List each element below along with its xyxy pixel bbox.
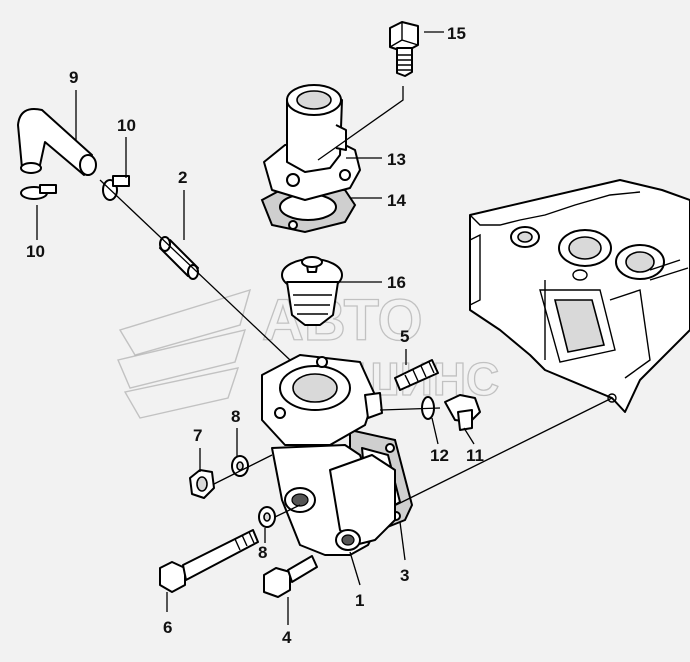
- callout-14: 14: [387, 191, 406, 210]
- pipe-2: [159, 236, 199, 280]
- watermark-line1: АВТО: [262, 288, 423, 353]
- callout-11: 11: [466, 446, 484, 465]
- thermostat-16: [281, 256, 343, 326]
- callout-6: 6: [163, 618, 172, 637]
- nut-7: [189, 469, 215, 499]
- callout-3: 3: [400, 566, 409, 585]
- callout-4: 4: [282, 628, 292, 647]
- callout-10b: 10: [26, 242, 45, 261]
- callout-5: 5: [400, 327, 409, 346]
- callout-15: 15: [447, 24, 466, 43]
- callout-10a: 10: [117, 116, 136, 135]
- hose-clamp-10b: [102, 175, 130, 201]
- washer-8a: [231, 455, 249, 477]
- engine-block: [469, 179, 690, 413]
- bolt-4: [263, 555, 318, 598]
- long-bolt-6: [159, 529, 259, 593]
- callout-9: 9: [69, 68, 78, 87]
- callout-7: 7: [193, 426, 202, 445]
- callout-1: 1: [355, 591, 364, 610]
- callout-8a: 8: [231, 407, 240, 426]
- callout-8b: 8: [258, 543, 267, 562]
- bolt-15: [389, 21, 419, 77]
- stud-5: [394, 359, 439, 391]
- plug-bolt-11: [444, 394, 481, 431]
- callout-12: 12: [430, 446, 449, 465]
- leader-lines: [36, 31, 613, 625]
- callout-2: 2: [178, 168, 187, 187]
- callout-16: 16: [387, 273, 406, 292]
- callout-labels: 1 2 3 4 5 6 7 8 8 9 10 10 11 12 13 14 15…: [26, 24, 484, 647]
- outlet-cover-13: [263, 84, 361, 201]
- hose-clamp-10a: [20, 184, 57, 200]
- thermostat-housing-1: [261, 354, 396, 556]
- hose-9: [17, 108, 97, 176]
- callout-13: 13: [387, 150, 406, 169]
- washer-8b: [258, 506, 276, 528]
